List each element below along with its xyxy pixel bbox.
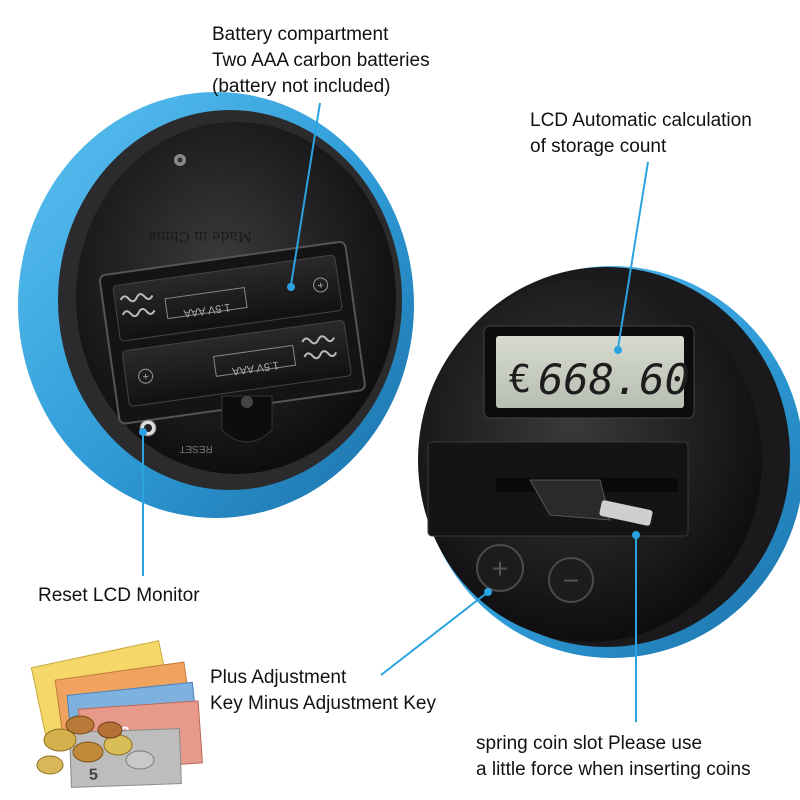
- battery-callout-line-2: Two AAA carbon batteries: [212, 50, 430, 71]
- lcd-callout-line-1: LCD Automatic calculation: [530, 110, 752, 131]
- battery-plus-icon-2: [138, 368, 154, 384]
- plus-key[interactable]: +: [476, 544, 524, 592]
- lcd-callout: LCD Automatic calculation of storage cou…: [530, 108, 752, 160]
- minus-key[interactable]: −: [548, 557, 594, 603]
- lcd-callout-line-2: of storage count: [530, 136, 667, 157]
- coin-slot-callout-line-1: spring coin slot Please use: [476, 733, 703, 754]
- front-lid: € 668.60 + −: [418, 266, 800, 658]
- battery-callout-line-1: Battery compartment: [212, 24, 389, 45]
- spring-icon: [119, 293, 338, 360]
- lcd-value: 668.60: [538, 355, 690, 404]
- back-lid: Made in China + + 1.5V AAA 1.5V AAA: [18, 92, 414, 518]
- plus-icon: +: [492, 553, 508, 584]
- spring-clip: [599, 500, 653, 526]
- reset-callout: Reset LCD Monitor: [38, 583, 200, 609]
- leader-lines: [139, 102, 649, 722]
- battery-compartment: + + 1.5V AAA 1.5V AAA: [98, 240, 366, 425]
- coin-slot-callout-line-2: a little force when inserting coins: [476, 759, 751, 780]
- keys-callout-line-2: Key Minus Adjustment Key: [210, 693, 436, 714]
- keys-callout-line-1: Plus Adjustment: [210, 667, 347, 688]
- svg-text:+: +: [317, 280, 325, 293]
- battery-slot-bottom: [121, 320, 352, 407]
- coin-slot[interactable]: [427, 441, 689, 537]
- svg-text:+: +: [142, 371, 150, 384]
- lcd-currency: €: [509, 357, 532, 401]
- keys-callout: Plus Adjustment Key Minus Adjustment Key: [210, 665, 436, 717]
- battery-callout-line-3: (battery not included): [212, 76, 391, 97]
- battery-slot-top: [112, 254, 343, 342]
- battery-plus-icon: [313, 277, 329, 293]
- svg-text:5: 5: [89, 766, 99, 783]
- lcd-leader-line: [617, 161, 649, 349]
- made-in-label: Made in China: [148, 228, 252, 244]
- lcd-display: € 668.60: [483, 325, 695, 419]
- coins: [36, 715, 155, 775]
- keys-leader-line: [380, 591, 489, 676]
- reset-mark: RESET: [179, 443, 212, 454]
- reset-callout-line-1: Reset LCD Monitor: [38, 585, 200, 606]
- euro-money-illustration: 200 50 20 10 5: [30, 640, 203, 788]
- battery-callout: Battery compartment Two AAA carbon batte…: [212, 22, 430, 100]
- battery-leader-line: [290, 102, 321, 286]
- banknote-5: [69, 728, 182, 788]
- coin-slot-callout: spring coin slot Please use a little for…: [476, 731, 751, 783]
- minus-icon: −: [563, 565, 579, 596]
